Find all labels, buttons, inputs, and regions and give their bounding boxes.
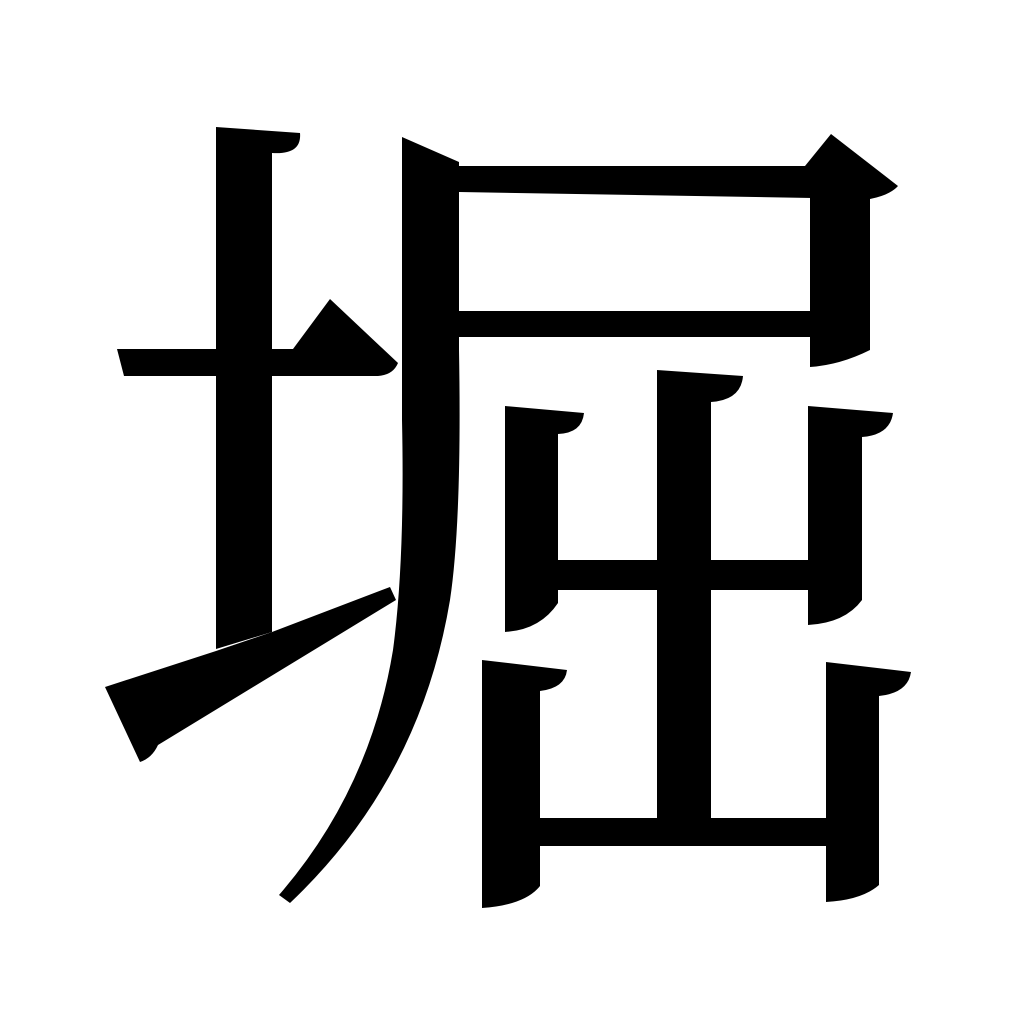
corpse-top-bar <box>459 134 898 199</box>
radical-earth <box>105 127 398 762</box>
earth-rising-stroke <box>105 587 396 762</box>
exit-upper-bar <box>558 560 808 590</box>
corpse-left-curve-stroke <box>279 137 460 903</box>
component-exit <box>482 370 911 908</box>
earth-horizontal-stroke <box>117 299 398 376</box>
exit-lower-left-vertical <box>482 660 567 908</box>
radical-corpse <box>279 134 898 903</box>
corpse-right-vertical <box>810 190 870 367</box>
exit-upper-left-vertical <box>505 406 584 632</box>
exit-upper-right-vertical <box>808 406 893 625</box>
exit-lower-right-vertical <box>826 662 911 902</box>
earth-vertical-stroke <box>216 127 301 649</box>
exit-bottom-bar <box>540 818 826 846</box>
corpse-mid-bar <box>459 311 810 337</box>
exit-central-vertical <box>657 370 743 818</box>
